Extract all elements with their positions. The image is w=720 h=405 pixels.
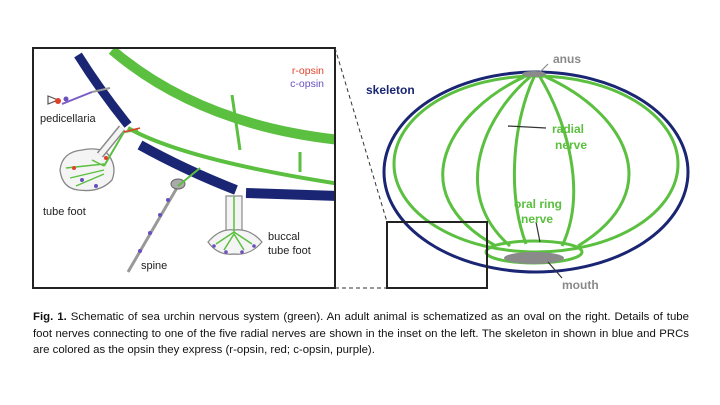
spine-label: spine [141,260,167,272]
mouth-pointer [547,261,563,279]
mouth-shape [504,252,564,264]
radial-pointer [507,125,547,129]
tube-foot-structure [59,125,141,192]
oral-ring-nerve-label-2: nerve [521,212,553,226]
inset-nerve-branch [230,94,242,151]
figure-caption: Fig. 1. Schematic of sea urchin nervous … [33,309,689,359]
caption-figure-label: Fig. 1. [33,311,67,323]
c-opsin-label: c-opsin [290,78,324,90]
inset-skeleton-lower-1 [137,140,238,195]
anus-label: anus [553,52,581,66]
anus-shape [522,71,546,77]
tube-foot-label: tube foot [43,206,86,218]
radial-nerve-label-1: radial [552,122,584,136]
zoom-connector-top [334,47,388,223]
inset-radial-nerve [108,48,335,145]
oral-pointer [535,221,541,243]
adult-animal-schematic: anus skeleton radial nerve oral ring ner… [366,52,690,292]
pedicellaria-structure [47,87,111,105]
inset-frame [32,47,336,289]
buccal-tube-foot-label-2: tube foot [268,245,311,257]
anus-pointer [539,63,549,73]
buccal-tube-foot-structure [207,195,263,255]
oral-ring-nerve-label-1: oral ring [514,197,562,211]
inset-panel: r-opsin c-opsin pedicellaria tube foot s… [32,47,336,289]
radial-nerve-label-2: nerve [555,138,587,152]
buccal-tube-foot-label-1: buccal [268,231,300,243]
inset-skeleton-lower-2 [245,188,335,201]
mouth-label: mouth [562,278,599,292]
sea-urchin-figure: r-opsin c-opsin pedicellaria tube foot s… [32,47,690,292]
pedicellaria-label: pedicellaria [40,113,97,125]
inset-nerve-lower [127,126,335,186]
skeleton-label: skeleton [366,83,415,97]
caption-text: Schematic of sea urchin nervous system (… [33,311,689,356]
spine-structure [126,167,201,273]
r-opsin-label: r-opsin [292,65,324,77]
zoom-box [386,221,488,289]
